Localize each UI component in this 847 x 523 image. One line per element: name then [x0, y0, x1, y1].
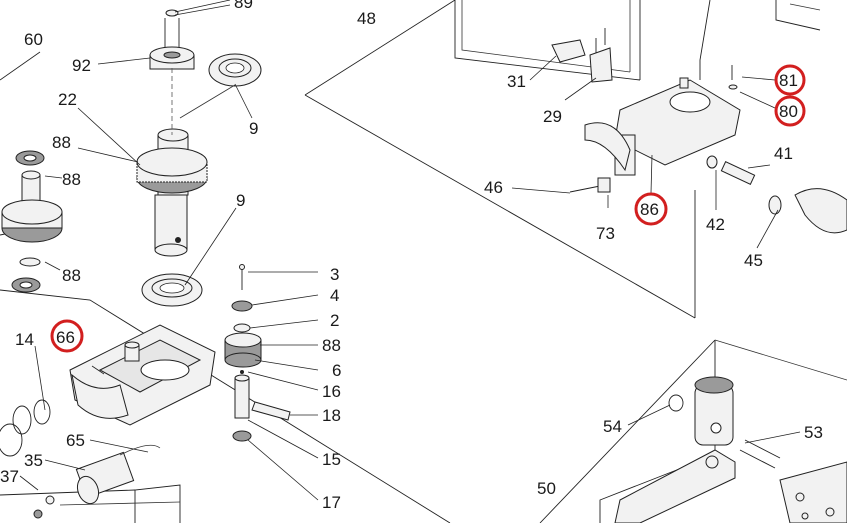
label-14: 14	[15, 330, 34, 349]
right-small-parts-stack	[224, 264, 291, 442]
label-42: 42	[706, 215, 725, 234]
label-17: 17	[322, 493, 341, 512]
label-53: 53	[804, 423, 823, 442]
label-41: 41	[774, 144, 793, 163]
label-88-lower: 88	[62, 266, 81, 285]
highlight-circle-80	[774, 95, 806, 127]
label-88-left: 88	[62, 170, 81, 189]
label-6: 6	[332, 361, 341, 380]
label-35: 35	[24, 451, 43, 470]
label-3: 3	[330, 265, 339, 284]
label-54: 54	[603, 417, 622, 436]
label-22: 22	[58, 90, 77, 109]
label-48: 48	[357, 9, 376, 28]
lower-right-linkage	[614, 376, 847, 523]
highlight-circle-86	[634, 192, 668, 226]
label-81: 81	[779, 71, 798, 90]
label-29: 29	[543, 107, 562, 126]
label-9-lower: 9	[236, 191, 245, 210]
label-15: 15	[322, 450, 341, 469]
label-80: 80	[779, 102, 798, 121]
label-88-upper: 88	[52, 133, 71, 152]
label-37: 37	[0, 467, 19, 486]
gearbox-housing	[69, 324, 216, 426]
label-16: 16	[322, 382, 341, 401]
label-66: 66	[56, 328, 75, 347]
label-73: 73	[596, 224, 615, 243]
label-2: 2	[330, 311, 339, 330]
label-92: 92	[72, 56, 91, 75]
label-86: 86	[640, 200, 659, 219]
bracket-assembly	[551, 28, 847, 234]
part-labels: 89 48 60 92 22 9 88 88 9 88 3 4 2 14 88 …	[0, 0, 823, 512]
highlight-circles	[50, 64, 806, 353]
label-18: 18	[322, 406, 341, 425]
label-88-right: 88	[322, 336, 341, 355]
label-45: 45	[744, 251, 763, 270]
label-9-top: 9	[249, 119, 258, 138]
label-50: 50	[537, 479, 556, 498]
label-4: 4	[330, 286, 339, 305]
label-89: 89	[234, 0, 253, 12]
label-60: 60	[24, 30, 43, 49]
label-46: 46	[484, 178, 503, 197]
central-shaft-assembly	[136, 9, 262, 307]
label-65: 65	[66, 431, 85, 450]
highlight-circle-66	[50, 319, 84, 353]
leader-lines	[0, 0, 801, 501]
highlight-circle-81	[774, 64, 806, 96]
label-31: 31	[507, 72, 526, 91]
left-gear-stack	[0, 150, 161, 519]
